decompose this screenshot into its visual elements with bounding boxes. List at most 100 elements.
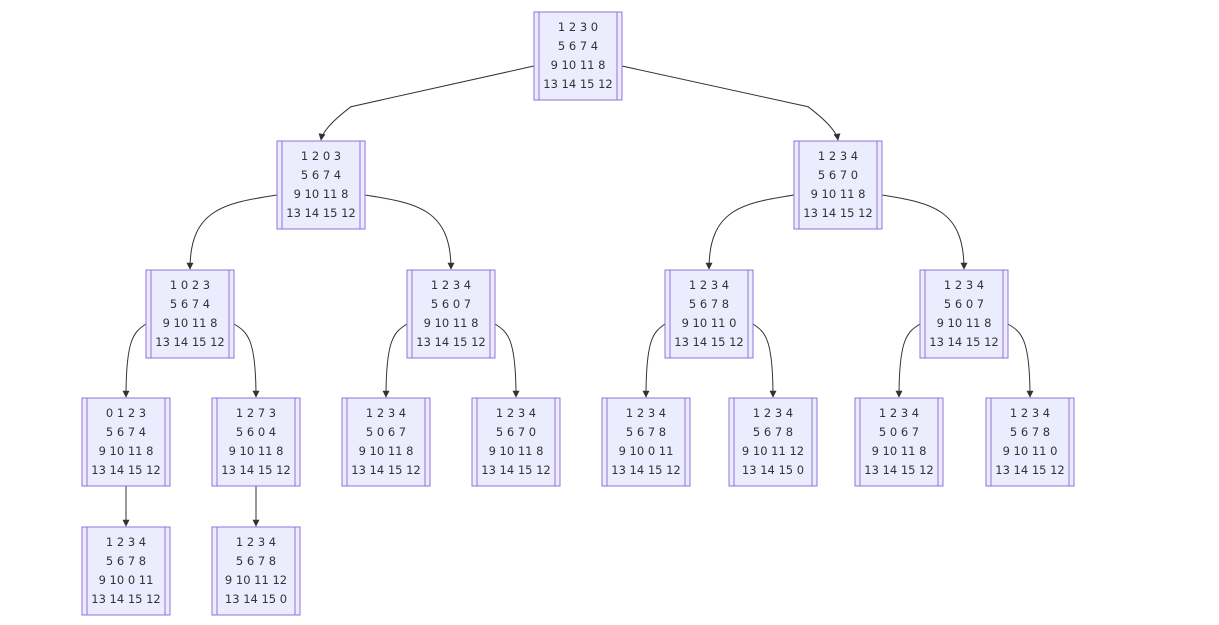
node-row-3: 9 10 11 8 [811, 187, 866, 201]
edges-layer [122, 65, 1034, 527]
node-row-4: 13 14 15 12 [543, 77, 613, 91]
node-box [919, 269, 1009, 359]
puzzle-node-l1a: 1 2 0 35 6 7 49 10 11 813 14 15 12 [276, 140, 366, 230]
edge-arrow-root-to-l1b [621, 65, 841, 141]
edge-arrow-l2a-to-l3b [233, 323, 260, 398]
edge-arrow-l1a-to-l2a [186, 194, 278, 270]
node-row-1: 1 2 3 4 [689, 278, 729, 292]
node-box [145, 269, 235, 359]
puzzle-node-l3d: 1 2 3 4 5 6 7 0 9 10 11 8 13 14 15 12 [471, 397, 561, 487]
edge-arrow-l1b-to-l2c [705, 194, 795, 270]
node-row-2: 5 6 7 4 [170, 297, 210, 311]
node-row-2: 5 6 7 8 [106, 554, 146, 568]
node-row-2: 5 6 7 0 [818, 168, 858, 182]
nodes-layer: 1 2 3 0 5 6 7 4 9 10 11 8 13 14 15 12 1 2 0 … [81, 11, 1075, 616]
node-box [81, 526, 171, 616]
node-row-1: 1 2 3 4 [944, 278, 984, 292]
node-row-4: 13 14 15 12 [995, 463, 1065, 477]
node-row-3: 9 10 0 11 [99, 573, 154, 587]
node-row-2: 5 6 7 8 [753, 425, 793, 439]
node-row-3: 9 10 11 8 [229, 444, 284, 458]
node-row-1: 1 2 3 4 [1010, 406, 1050, 420]
node-row-2: 5 6 7 4 [106, 425, 146, 439]
node-row-1: 1 2 3 4 [496, 406, 536, 420]
node-row-3: 9 10 11 8 [163, 316, 218, 330]
puzzle-node-l3a: 0 1 2 35 6 7 49 10 11 813 14 15 12 [81, 397, 171, 487]
node-row-3: 9 10 11 8 [424, 316, 479, 330]
node-row-4: 13 14 15 12 [221, 463, 291, 477]
node-row-4: 13 14 15 12 [864, 463, 934, 477]
node-row-2: 5 6 0 7 [944, 297, 984, 311]
node-box [728, 397, 818, 487]
node-box [601, 397, 691, 487]
node-row-2: 5 6 7 4 [558, 39, 598, 53]
node-row-4: 13 14 15 12 [416, 335, 486, 349]
node-row-4: 13 14 15 12 [674, 335, 744, 349]
node-row-2: 5 6 7 4 [301, 168, 341, 182]
node-row-3: 9 10 11 0 [1003, 444, 1058, 458]
node-row-1: 1 2 3 4 [753, 406, 793, 420]
node-row-3: 9 10 0 11 [619, 444, 674, 458]
node-row-3: 9 10 11 12 [225, 573, 287, 587]
node-row-3: 9 10 11 8 [937, 316, 992, 330]
node-row-4: 13 14 15 12 [611, 463, 681, 477]
node-box [985, 397, 1075, 487]
puzzle-node-l3g: 1 2 3 45 0 6 79 10 11 813 14 15 12 [854, 397, 944, 487]
node-row-1: 1 2 3 4 [366, 406, 406, 420]
node-row-4: 13 14 15 0 [742, 463, 804, 477]
puzzle-node-l4a: 1 2 3 4 5 6 7 8 9 10 0 11 13 14 15 12 [81, 526, 171, 616]
puzzle-node-l3b: 1 2 7 35 6 0 49 10 11 813 14 15 12 [211, 397, 301, 487]
node-row-3: 9 10 11 12 [742, 444, 804, 458]
node-row-4: 13 14 15 12 [91, 463, 161, 477]
node-row-3: 9 10 11 0 [682, 316, 737, 330]
node-row-1: 1 2 3 4 [879, 406, 919, 420]
edge-arrow-l2a-to-l3a [122, 323, 147, 398]
node-row-2: 5 6 7 8 [626, 425, 666, 439]
node-row-3: 9 10 11 8 [294, 187, 349, 201]
node-box [211, 526, 301, 616]
node-row-1: 1 2 3 0 [558, 20, 598, 34]
puzzle-node-l3c: 1 2 3 4 5 0 6 7 9 10 11 8 13 14 15 12 [341, 397, 431, 487]
node-row-3: 9 10 11 8 [489, 444, 544, 458]
node-box [211, 397, 301, 487]
node-row-4: 13 14 15 12 [91, 592, 161, 606]
node-row-3: 9 10 11 8 [872, 444, 927, 458]
edge-arrow-l2d-to-l3h [1007, 323, 1034, 398]
node-row-1: 1 2 0 3 [301, 149, 341, 163]
node-box [471, 397, 561, 487]
node-row-1: 0 1 2 3 [106, 406, 146, 420]
node-row-1: 1 2 3 4 [106, 535, 146, 549]
puzzle-node-l2d: 1 2 3 4 5 6 0 7 9 10 11 8 13 14 15 12 [919, 269, 1009, 359]
node-box [406, 269, 496, 359]
node-row-4: 13 14 15 0 [225, 592, 287, 606]
puzzle-node-root: 1 2 3 05 6 7 49 10 11 813 14 15 12 [533, 11, 623, 101]
puzzle-node-l2a: 1 0 2 3 5 6 7 4 9 10 11 8 13 14 15 12 [145, 269, 235, 359]
node-row-4: 13 14 15 12 [803, 206, 873, 220]
edge-arrow-root-to-l1a [318, 65, 535, 141]
node-row-2: 5 6 7 0 [496, 425, 536, 439]
edge-arrow-l2c-to-l3e [642, 323, 666, 398]
node-box [793, 140, 883, 230]
puzzle-node-l3h: 1 2 3 45 6 7 89 10 11 013 14 15 12 [985, 397, 1075, 487]
puzzle-node-l1b: 1 2 3 4 5 6 7 0 9 10 11 8 13 14 15 12 [793, 140, 883, 230]
node-row-4: 13 14 15 12 [155, 335, 225, 349]
edge-arrow-l2d-to-l3g [895, 323, 921, 398]
edge-arrow-l2c-to-l3f [752, 323, 777, 398]
node-row-4: 13 14 15 12 [929, 335, 999, 349]
node-row-1: 1 0 2 3 [170, 278, 210, 292]
node-box [533, 11, 623, 101]
node-row-1: 1 2 3 4 [818, 149, 858, 163]
puzzle-node-l3f: 1 2 3 4 5 6 7 8 9 10 11 12 13 14 15 0 [728, 397, 818, 487]
node-row-4: 13 14 15 12 [481, 463, 551, 477]
edge-arrow-l1b-to-l2d [881, 194, 968, 270]
node-row-1: 1 2 3 4 [431, 278, 471, 292]
node-row-2: 5 6 0 4 [236, 425, 276, 439]
node-row-3: 9 10 11 8 [359, 444, 414, 458]
puzzle-node-l2c: 1 2 3 45 6 7 89 10 11 013 14 15 12 [664, 269, 754, 359]
node-row-2: 5 0 6 7 [366, 425, 406, 439]
node-row-4: 13 14 15 12 [351, 463, 421, 477]
puzzle-node-l2b: 1 2 3 45 6 0 79 10 11 813 14 15 12 [406, 269, 496, 359]
